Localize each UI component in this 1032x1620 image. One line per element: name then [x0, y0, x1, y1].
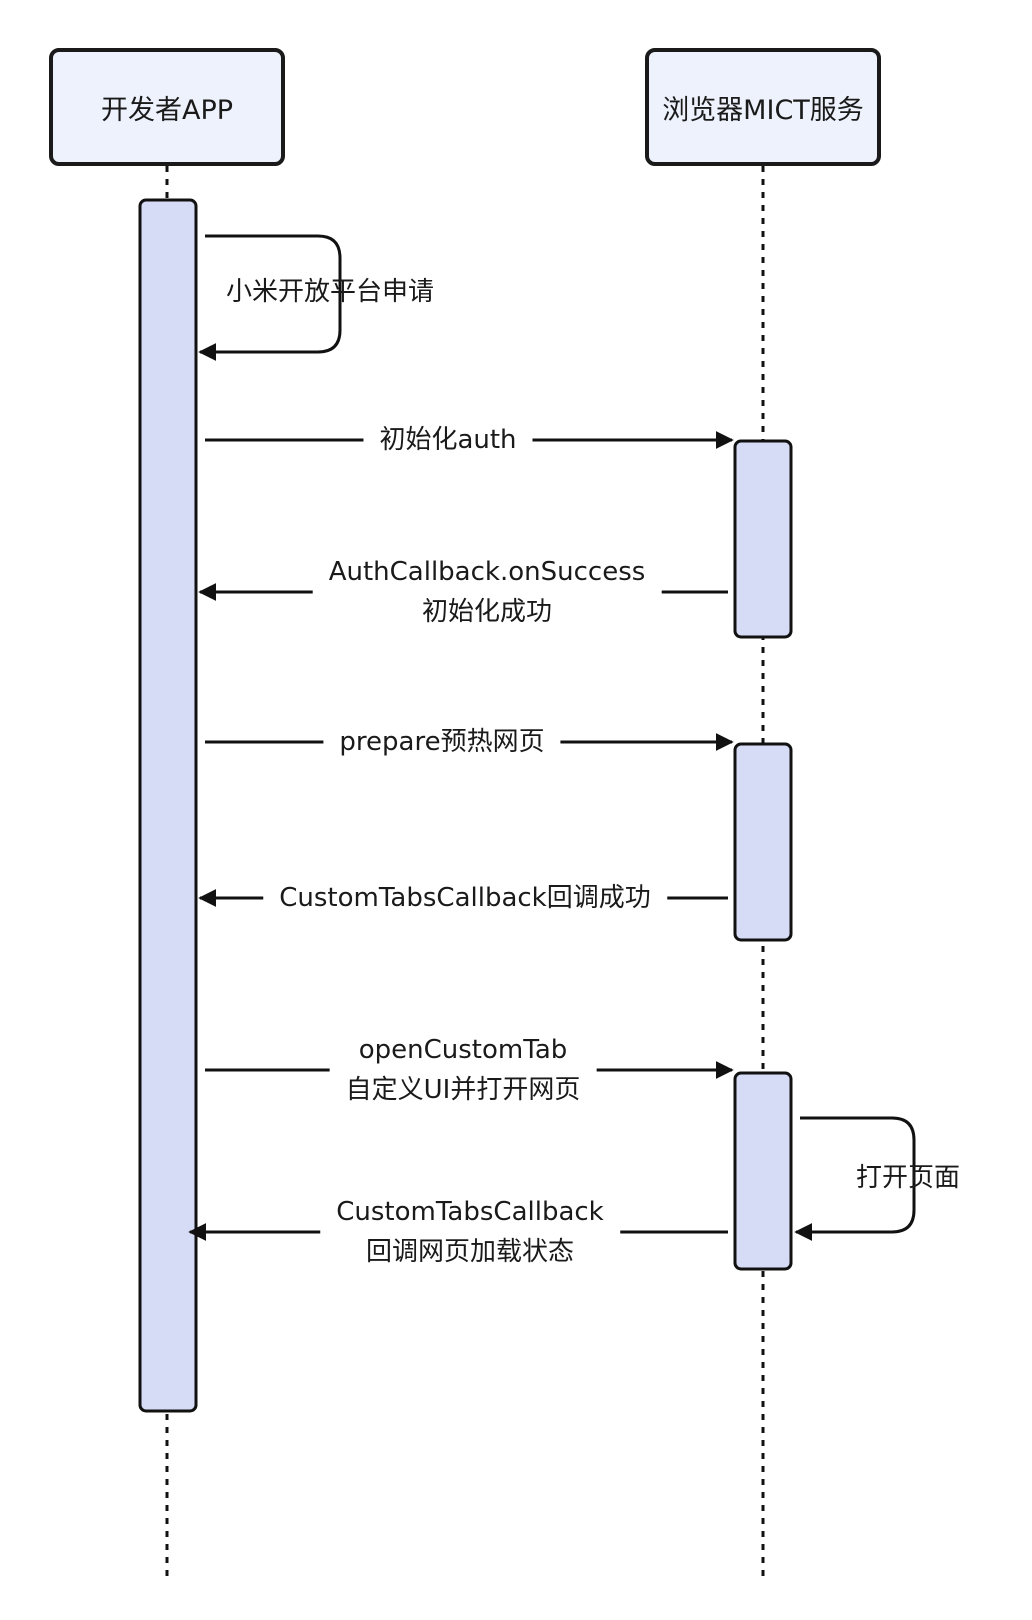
activation-mict-2 [733, 742, 793, 942]
activation-mict-1 [733, 439, 793, 639]
label-platform-apply: 小米开放平台申请 [226, 277, 435, 307]
participant-mict-label: 浏览器MICT服务 [662, 94, 864, 126]
label-auth-callback: AuthCallback.onSuccess 初始化成功 [312, 552, 662, 632]
activation-app [138, 198, 198, 1413]
participant-app: 开发者APP [49, 48, 285, 166]
self-message-app [198, 234, 342, 361]
label-init-auth: 初始化auth [363, 420, 533, 460]
label-open-custom-tab: openCustomTab 自定义UI并打开网页 [329, 1030, 597, 1110]
label-open-page: 打开页面 [856, 1163, 961, 1193]
activation-mict-3 [733, 1071, 793, 1271]
participant-mict: 浏览器MICT服务 [645, 48, 881, 166]
label-customtabs-callback-success: CustomTabsCallback回调成功 [263, 878, 667, 918]
label-prepare: prepare预热网页 [323, 722, 561, 762]
self-message-mict [794, 1116, 916, 1241]
label-load-state-callback: CustomTabsCallback 回调网页加载状态 [320, 1192, 620, 1272]
participant-app-label: 开发者APP [100, 94, 234, 126]
